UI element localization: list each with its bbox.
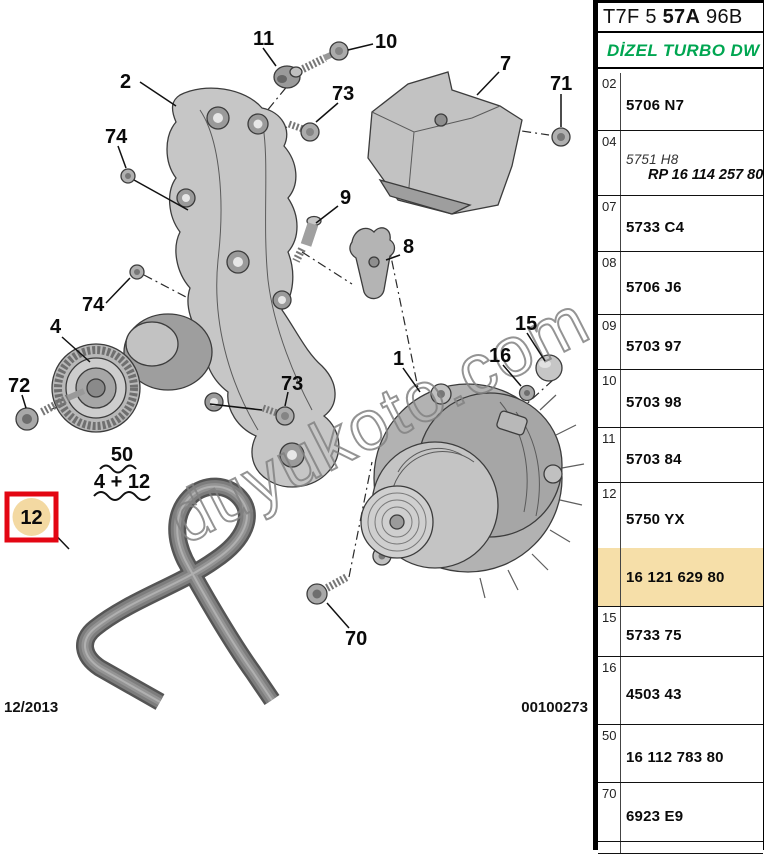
mounting-bracket: [133, 87, 340, 488]
row-ref-number: 12: [598, 483, 621, 548]
callout-label-74: 74: [105, 126, 128, 148]
highlighted-callout-12: 12: [4, 491, 70, 550]
row-ref-number: 50: [598, 725, 621, 782]
part-code: 16 112 783 80: [626, 749, 724, 766]
table-row: 08 5706 J6: [598, 252, 763, 315]
cover-shield: [367, 71, 523, 215]
table-row: 12 5750 YX: [598, 483, 763, 548]
exploded-diagram: duyukoto.com 50 4 + 12 12 21110737717498…: [4, 28, 602, 716]
table-row-highlighted: 16 121 629 80: [598, 548, 763, 607]
fasteners: [15, 41, 571, 605]
callout-leader-15: [526, 332, 546, 362]
revision-date: 12/2013: [4, 699, 58, 716]
part-code: 5706 N7: [626, 97, 685, 114]
callout-label-10: 10: [375, 31, 397, 53]
callout-leader-1: [402, 367, 421, 393]
part-code: 5750 YX: [626, 511, 685, 528]
callout-leader-74: [117, 145, 127, 169]
callout-leader-73: [284, 391, 289, 407]
callout-leader-73: [315, 102, 339, 123]
callout-label-72: 72: [8, 375, 30, 397]
row-ref-number: [598, 842, 621, 853]
callout-label-16: 16: [489, 345, 511, 367]
plate-code-suffix: 96B: [700, 6, 743, 28]
part-code: 6923 E9: [626, 807, 684, 825]
callout-leader-72: [21, 394, 27, 409]
part-code: 16 121 629 80: [626, 568, 725, 586]
callout-label-15: 15: [515, 313, 537, 335]
belt-tensioner: [51, 313, 213, 433]
callout-label-70: 70: [345, 628, 367, 650]
notation-sum: 4 + 12: [94, 471, 150, 493]
callout-label-11: 11: [253, 28, 274, 50]
row-ref-number: 02: [598, 73, 621, 130]
part-code: 5706 J6: [626, 278, 682, 296]
callout-leader-7: [476, 71, 500, 96]
row-ref-number: 10: [598, 370, 621, 427]
table-row: 50 16 112 783 80: [598, 725, 763, 783]
plate-code-prefix: T7F 5: [603, 6, 663, 28]
drawing-number: 00100273: [521, 699, 588, 716]
callout-leader-16: [502, 364, 522, 387]
part-code: 5703 97: [626, 337, 682, 355]
part-code: 5703 84: [626, 450, 682, 468]
row-ref-number: 09: [598, 315, 621, 369]
table-row: 09 5703 97: [598, 315, 763, 370]
part-code: 5703 98: [626, 394, 682, 411]
notation-total: 50: [111, 444, 133, 466]
part-code: 5733 C4: [626, 219, 685, 236]
callout-label-73: 73: [281, 373, 303, 395]
part-code-secondary: RP 16 114 257 80: [648, 166, 763, 183]
table-row: 02 5706 N7: [598, 73, 763, 131]
callout-leader-9: [315, 205, 339, 224]
row-ref-number: 70: [598, 783, 621, 841]
highlighted-callout-label: 12: [20, 507, 42, 529]
callout-leader-8: [385, 254, 401, 261]
table-row: 11 5703 84: [598, 428, 763, 483]
row-ref-number: 08: [598, 252, 621, 314]
row-ref-number: 11: [598, 428, 621, 482]
row-ref-number: 07: [598, 196, 621, 251]
callout-label-9: 9: [340, 187, 351, 209]
callout-label-71: 71: [550, 73, 572, 95]
parts-table: T7F 5 57A 96B DİZEL TURBO DW 02 5706 N7 04…: [593, 0, 764, 854]
row-ref-number: [598, 548, 621, 606]
callout-leader-74: [105, 277, 131, 304]
callout-leader-10: [347, 43, 374, 51]
callout-label-8: 8: [403, 236, 414, 258]
callout-label-2: 2: [120, 71, 131, 93]
callout-label-4: 4: [50, 316, 62, 338]
table-row: [598, 842, 763, 854]
callout-leader-2: [139, 81, 177, 107]
part-code: 5733 75: [626, 627, 682, 644]
plate-code: T7F 5 57A 96B: [598, 3, 763, 33]
callout-leader-70: [326, 602, 350, 629]
engine-variant-label: DİZEL TURBO DW: [607, 41, 760, 60]
callout-label-74: 74: [82, 294, 105, 316]
table-row: 07 5733 C4: [598, 196, 763, 252]
callout-leader-4: [61, 336, 91, 363]
table-row: 16 4503 43: [598, 657, 763, 725]
part-code: 4503 43: [626, 686, 682, 703]
table-row: 15 5733 75: [598, 607, 763, 657]
callout-leader-11: [262, 47, 277, 67]
row-ref-number: 04: [598, 131, 621, 195]
table-row: 70 6923 E9: [598, 783, 763, 842]
table-row: 10 5703 98: [598, 370, 763, 428]
callout-label-7: 7: [500, 53, 511, 75]
row-ref-number: 15: [598, 607, 621, 656]
serpentine-belt: [76, 477, 280, 710]
belt-kit-notation: 50 4 + 12: [93, 444, 151, 501]
part-code: 5751 H8: [626, 151, 679, 167]
engine-variant-banner: DİZEL TURBO DW: [598, 33, 763, 69]
callout-label-1: 1: [393, 348, 404, 370]
callout-label-73: 73: [332, 83, 354, 105]
plate-code-main: 57A: [662, 6, 701, 28]
alternator: [360, 383, 585, 599]
row-ref-number: 16: [598, 657, 621, 724]
